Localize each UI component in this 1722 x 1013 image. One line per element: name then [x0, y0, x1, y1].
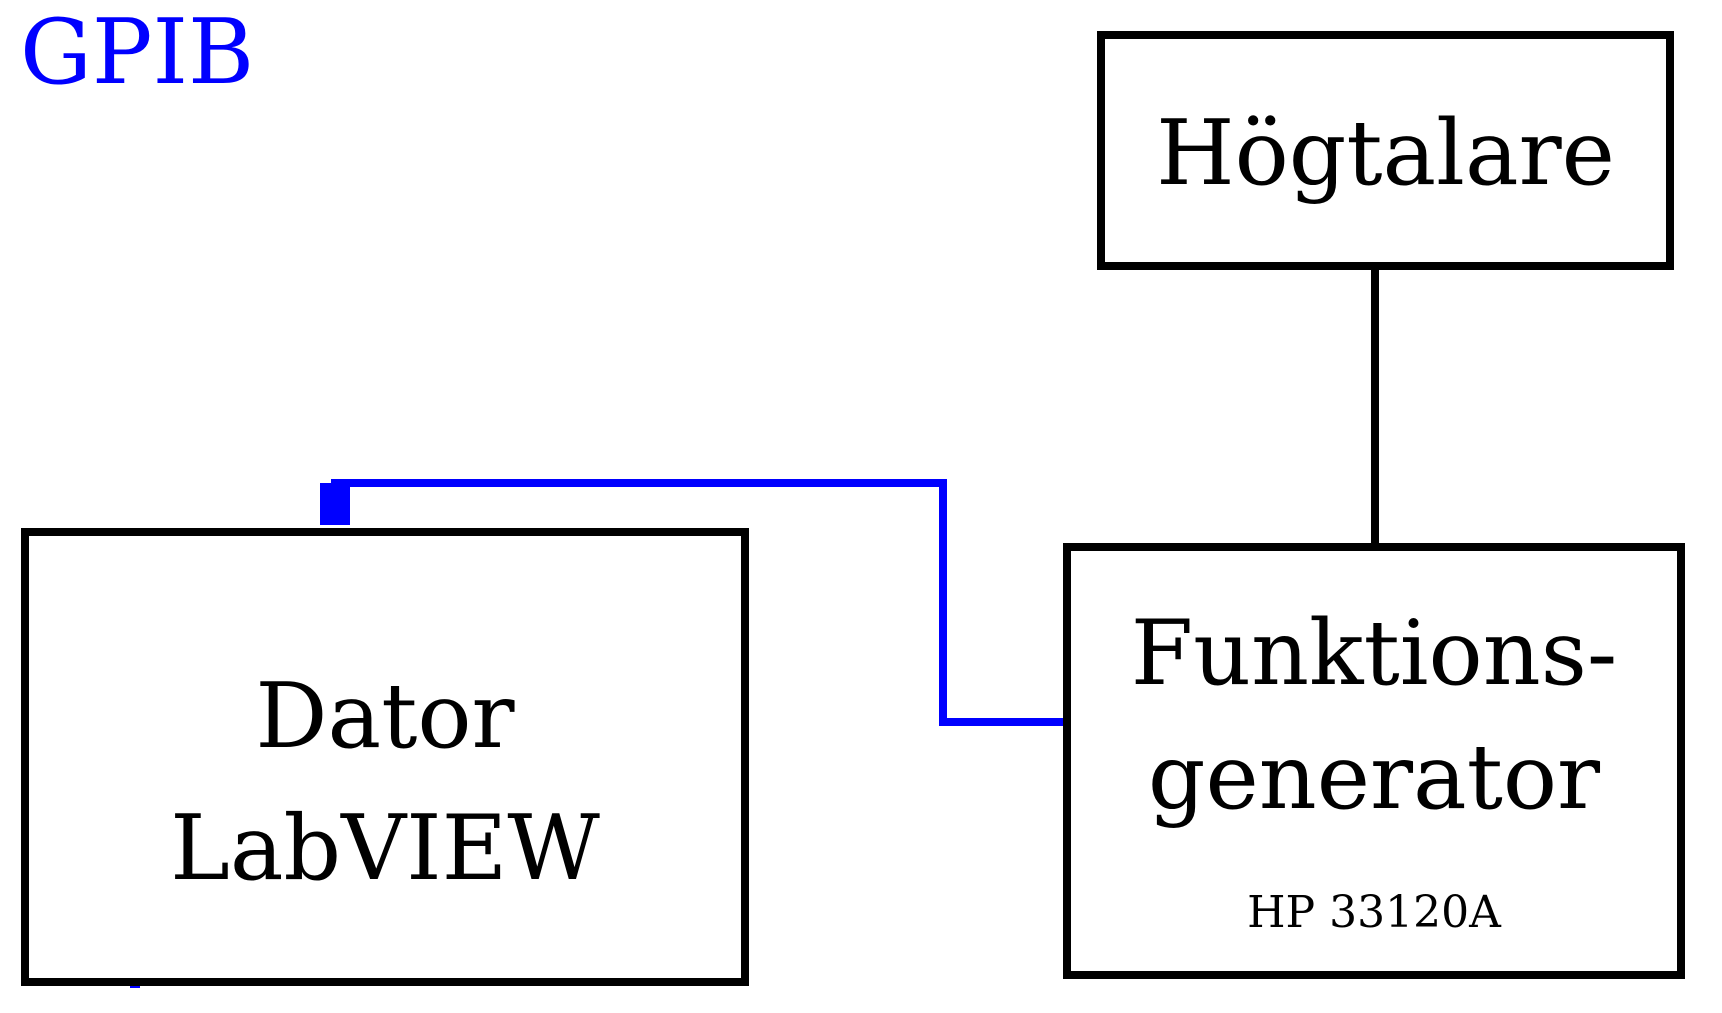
computer-label-line1: Dator	[255, 664, 515, 769]
generator-label-line1: Funktions-	[1130, 601, 1618, 706]
function-generator-box: Funktions- generator HP 33120A	[1063, 543, 1685, 979]
gpib-legend-label: GPIB	[20, 0, 255, 105]
gpib-connector	[320, 483, 350, 525]
computer-label-line2: LabVIEW	[170, 796, 600, 901]
generator-label-line2: generator	[1147, 725, 1601, 830]
generator-model-label: HP 33120A	[1247, 887, 1501, 938]
speaker-label: Högtalare	[1156, 101, 1615, 206]
speaker-box: Högtalare	[1097, 31, 1674, 270]
computer-box: Dator LabVIEW	[21, 528, 749, 986]
